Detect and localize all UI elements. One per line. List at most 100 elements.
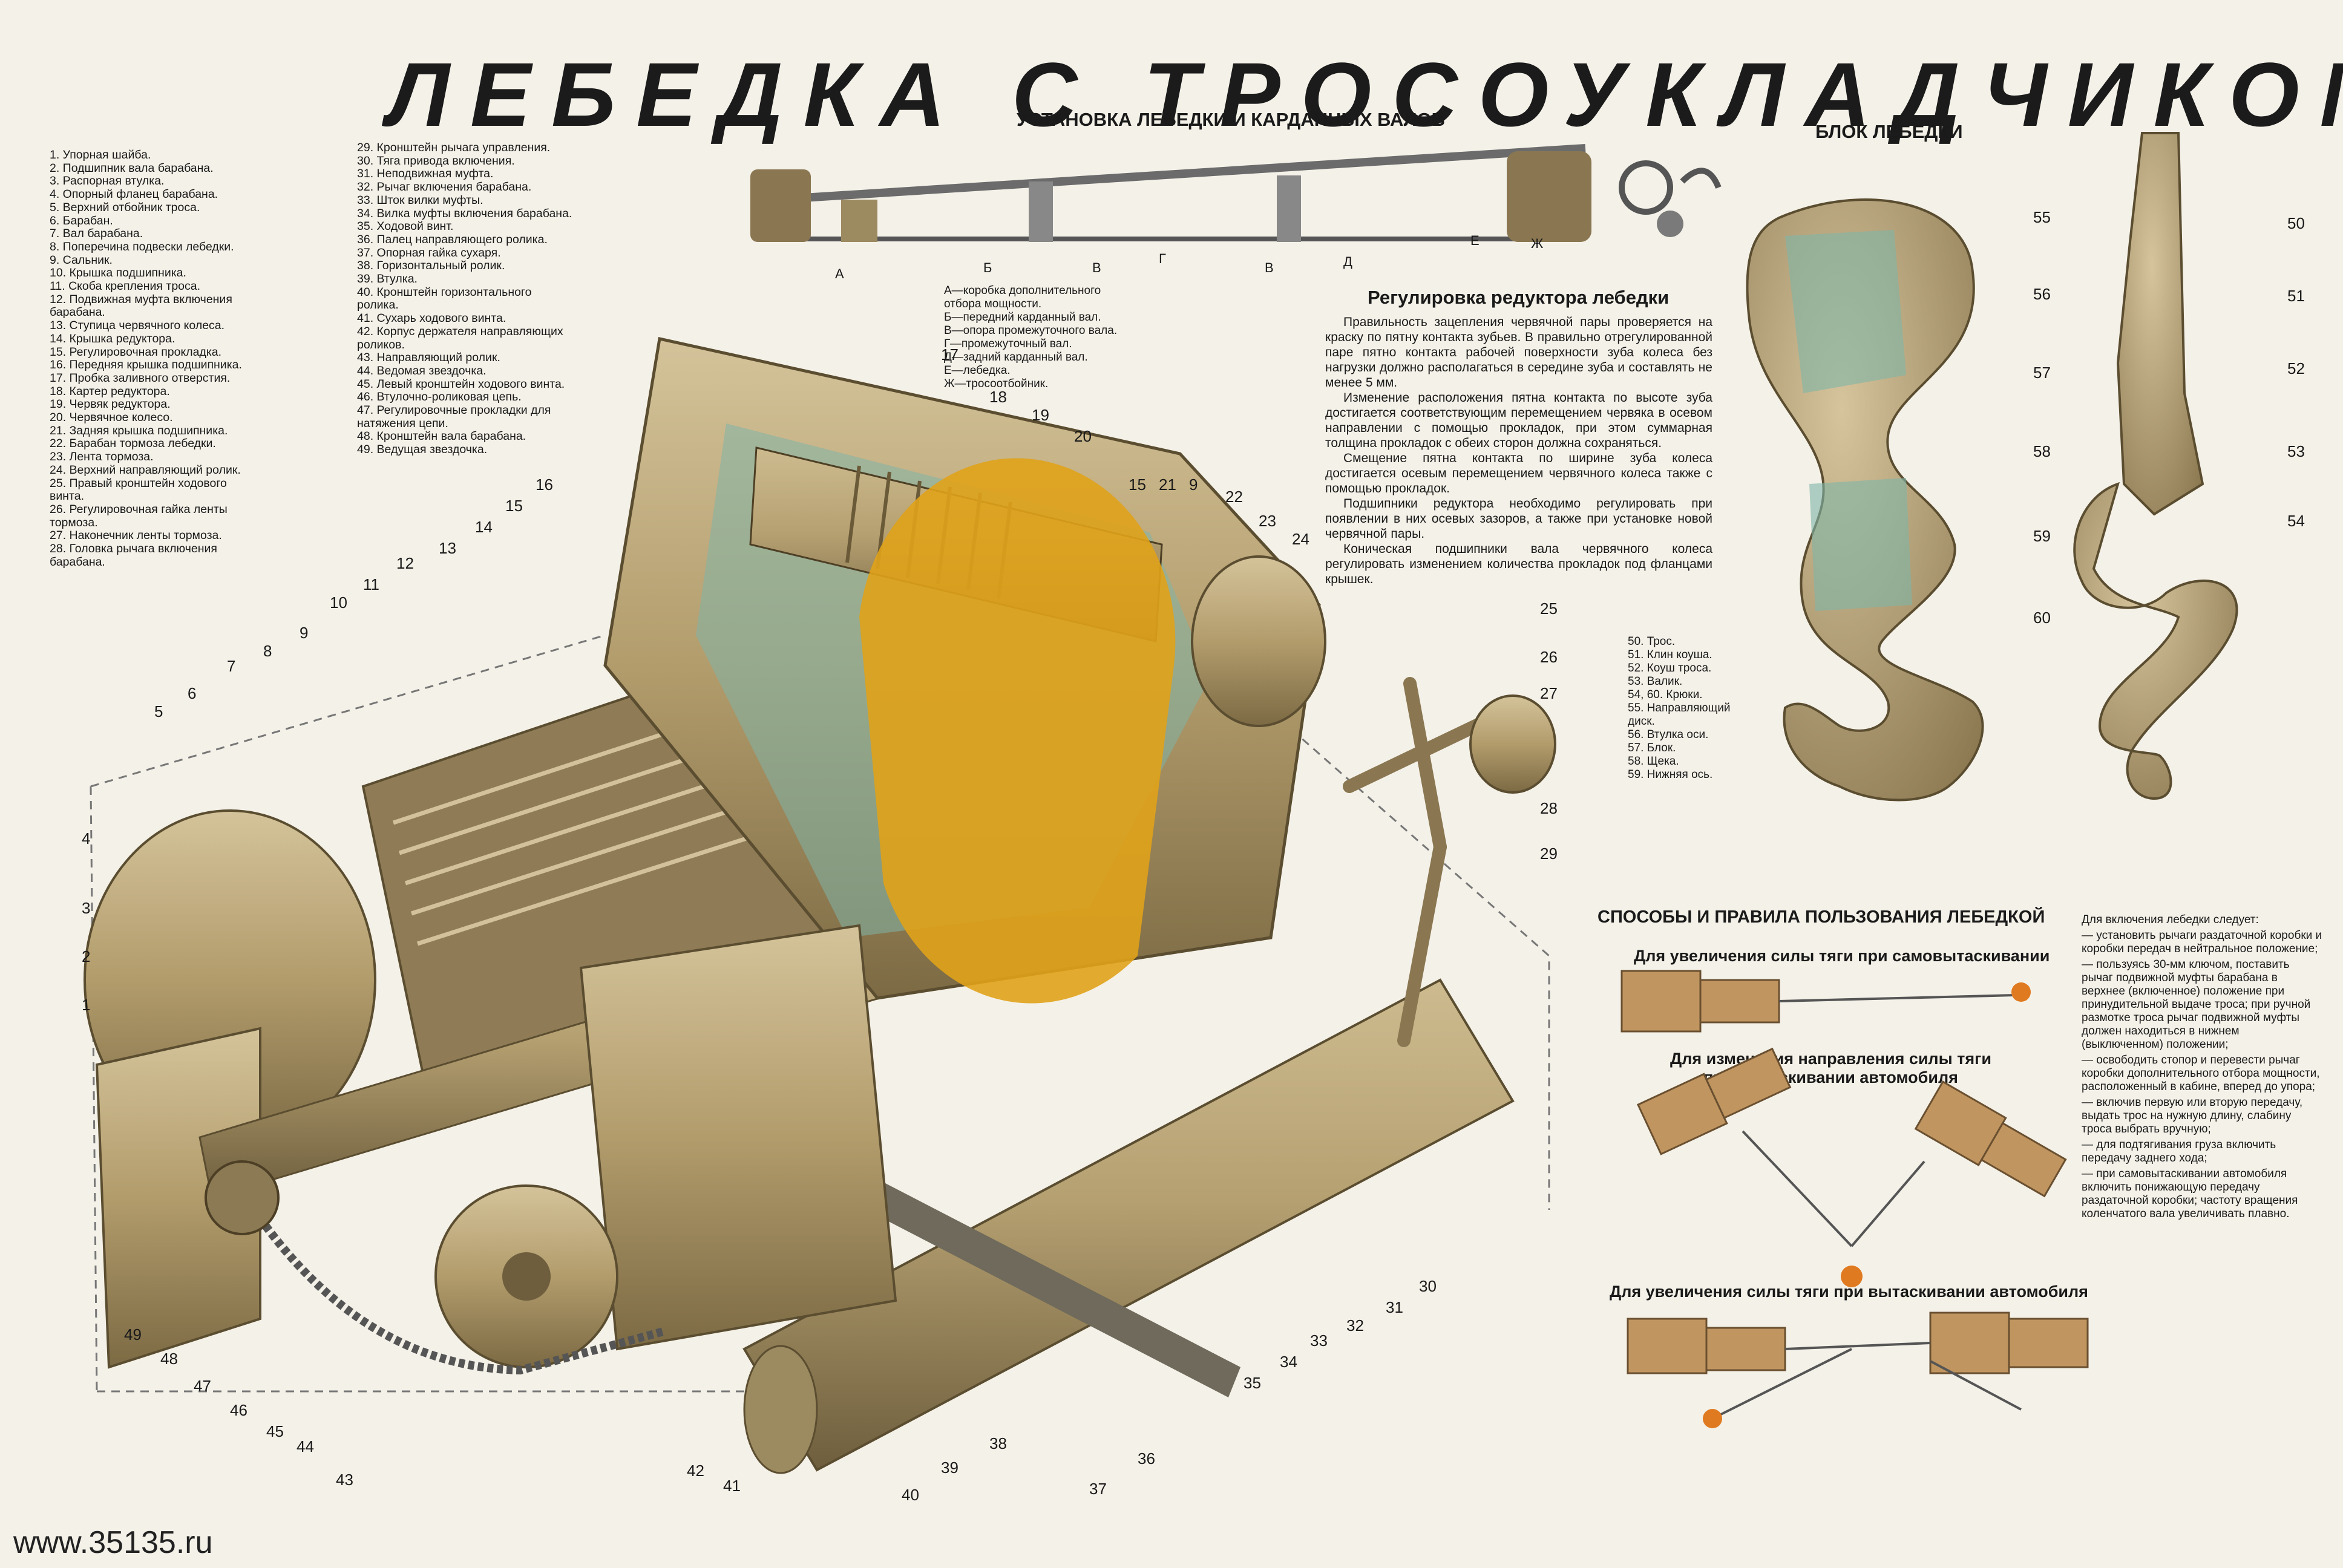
- install-legend-item: А—коробка дополнительного: [944, 284, 1101, 297]
- legend-item: 47. Регулировочные прокладки для: [357, 403, 551, 417]
- callout-number: 42: [687, 1462, 704, 1480]
- transfer-box: [750, 169, 811, 242]
- regulation-paragraph: Подшипники редуктора необходимо регулиро…: [1325, 497, 1712, 541]
- legend-middle: 29. Кронштейн рычага управления.30. Тяга…: [357, 141, 611, 457]
- legend-item: 11. Скоба крепления троса.: [50, 279, 201, 293]
- callout-number: 41: [723, 1477, 741, 1495]
- callout-number: 31: [1386, 1298, 1403, 1316]
- legend-item: 33. Шток вилки муфты.: [357, 193, 483, 207]
- drum-shaft-bracket: [95, 1027, 261, 1369]
- winch-cutaway: [84, 336, 1556, 1474]
- instruction-item: — включив первую или вторую передачу, вы…: [2082, 1096, 2303, 1135]
- legend-item: 3. Распорная втулка.: [50, 174, 165, 188]
- legend-item: 39. Втулка.: [357, 272, 418, 286]
- legend-item: 14. Крышка редуктора.: [50, 332, 175, 345]
- callout-number: 23: [1259, 512, 1276, 530]
- callout-number: 38: [989, 1434, 1007, 1452]
- install-heading: УСТАНОВКА ЛЕБЕДКИ И КАРДАННЫХ ВАЛОВ: [1017, 109, 1446, 130]
- callout-number: 32: [1346, 1316, 1364, 1334]
- block-legend-item: 58. Щека.: [1628, 755, 1679, 768]
- anchor-point: [1703, 1409, 1722, 1428]
- instruction-item: — установить рычаги раздаточной коробки …: [2082, 929, 2322, 955]
- legend-item: роликов.: [357, 338, 405, 351]
- callout-number: 48: [160, 1350, 178, 1368]
- legend-item: барабана.: [50, 555, 105, 569]
- instruction-item: — освободить стопор и перевести рычаг ко…: [2082, 1054, 2320, 1093]
- block-callout-number: 53: [2287, 442, 2305, 460]
- block-side-hook: [2073, 482, 2238, 800]
- callout-number: 15: [505, 497, 523, 515]
- legend-item: тормоза.: [50, 515, 98, 529]
- callout-number: 2: [82, 947, 90, 965]
- installation-diagram: [750, 144, 1722, 242]
- lever-head: [1469, 694, 1556, 794]
- usage-instructions: Для включения лебедки следует:— установи…: [2082, 913, 2324, 1223]
- legend-item: 22. Барабан тормоза лебедки.: [50, 437, 216, 451]
- callout-number: 5: [154, 702, 163, 720]
- callout-number: 1: [82, 996, 90, 1014]
- install-legend-item: Ж—тросоотбойник.: [944, 377, 1049, 390]
- legend-item: 44. Ведомая звездочка.: [357, 364, 487, 377]
- block-callout-number: 52: [2287, 359, 2305, 377]
- callout-number: 29: [1540, 844, 1558, 863]
- cable-wedge: [2116, 132, 2204, 516]
- install-legend-item: Е—лебедка.: [944, 364, 1011, 377]
- callout-number: 45: [266, 1422, 284, 1440]
- website-url: www.35135.ru: [13, 1525, 213, 1560]
- legend-item: 4. Опорный фланец барабана.: [50, 188, 218, 201]
- install-letter: Д: [1343, 254, 1352, 269]
- legend-item: 32. Рычаг включения барабана.: [357, 180, 532, 194]
- legend-item: 5. Верхний отбойник троса.: [50, 200, 200, 214]
- callout-number: 27: [1540, 684, 1558, 702]
- legend-item: 37. Опорная гайка сухаря.: [357, 246, 501, 260]
- regulation-paragraph: Изменение расположения пятна контакта по…: [1325, 391, 1712, 450]
- instruction-item: — при самовытаскивании автомобиля включи…: [2082, 1168, 2298, 1220]
- install-legend-item: Г—промежуточный вал.: [944, 338, 1072, 350]
- anchor-point: [2011, 982, 2031, 1002]
- brake-drum: [1191, 555, 1326, 727]
- block-legend-item: 55. Направляющий: [1628, 702, 1731, 714]
- callout-number: 34: [1280, 1353, 1297, 1371]
- legend-item: 9. Сальник.: [50, 253, 113, 267]
- cable-line: [1778, 994, 2016, 1002]
- block-callout-number: 60: [2033, 609, 2051, 627]
- callout-number: 30: [1419, 1277, 1437, 1295]
- install-legend-item: Д—задний карданный вал.: [944, 351, 1088, 364]
- callout-number: 16: [536, 475, 553, 494]
- block-callout-number: 58: [2033, 442, 2051, 460]
- block-heading: БЛОК ЛЕБЕДКИ: [1815, 121, 1963, 142]
- legend-item: 48. Кронштейн вала барабана.: [357, 430, 526, 443]
- callout-number: 15: [1129, 475, 1146, 494]
- block-legend-item: 57. Блок.: [1628, 742, 1676, 754]
- callout-number: 44: [297, 1437, 314, 1455]
- truck-icon: [1627, 1318, 1708, 1374]
- callout-number: 8: [263, 642, 272, 660]
- callout-number: 33: [1310, 1331, 1328, 1350]
- legend-item: натяжения цепи.: [357, 416, 448, 430]
- regulation-paragraph: Смещение пятна контакта по ширине зуба к…: [1325, 451, 1712, 495]
- legend-item: 45. Левый кронштейн ходового винта.: [357, 377, 565, 391]
- callout-number: 35: [1244, 1374, 1261, 1392]
- callout-number: 25: [1540, 599, 1558, 618]
- legend-item: 18. Картер редуктора.: [50, 384, 170, 398]
- legend-item: 40. Кронштейн горизонтального: [357, 285, 532, 299]
- callout-number: 21: [1159, 475, 1176, 494]
- legend-item: барабана.: [50, 305, 105, 319]
- legend-item: 21. Задняя крышка подшипника.: [50, 423, 228, 437]
- truck-icon: [1620, 970, 1702, 1033]
- legend-item: 25. Правый кронштейн ходового: [50, 476, 227, 490]
- block-legend: 50. Трос.51. Клин коуша.52. Коуш троса.5…: [1628, 635, 1773, 782]
- legend-item: винта.: [50, 489, 84, 503]
- block-legend-item: 51. Клин коуша.: [1628, 648, 1712, 661]
- callout-number: 20: [1074, 427, 1092, 445]
- callout-number: 10: [330, 593, 347, 612]
- instruction-item: — для подтягивания груза включить переда…: [2082, 1138, 2276, 1165]
- legend-item: 30. Тяга привода включения.: [357, 154, 515, 168]
- callout-number: 9: [300, 624, 308, 642]
- block-legend-item: 52. Коуш троса.: [1628, 662, 1712, 675]
- install-legend-item: В—опора промежуточного вала.: [944, 324, 1118, 337]
- legend-item: 2. Подшипник вала барабана.: [50, 161, 214, 175]
- block-legend-item: 53. Валик.: [1628, 675, 1683, 688]
- callout-number: 28: [1540, 799, 1558, 817]
